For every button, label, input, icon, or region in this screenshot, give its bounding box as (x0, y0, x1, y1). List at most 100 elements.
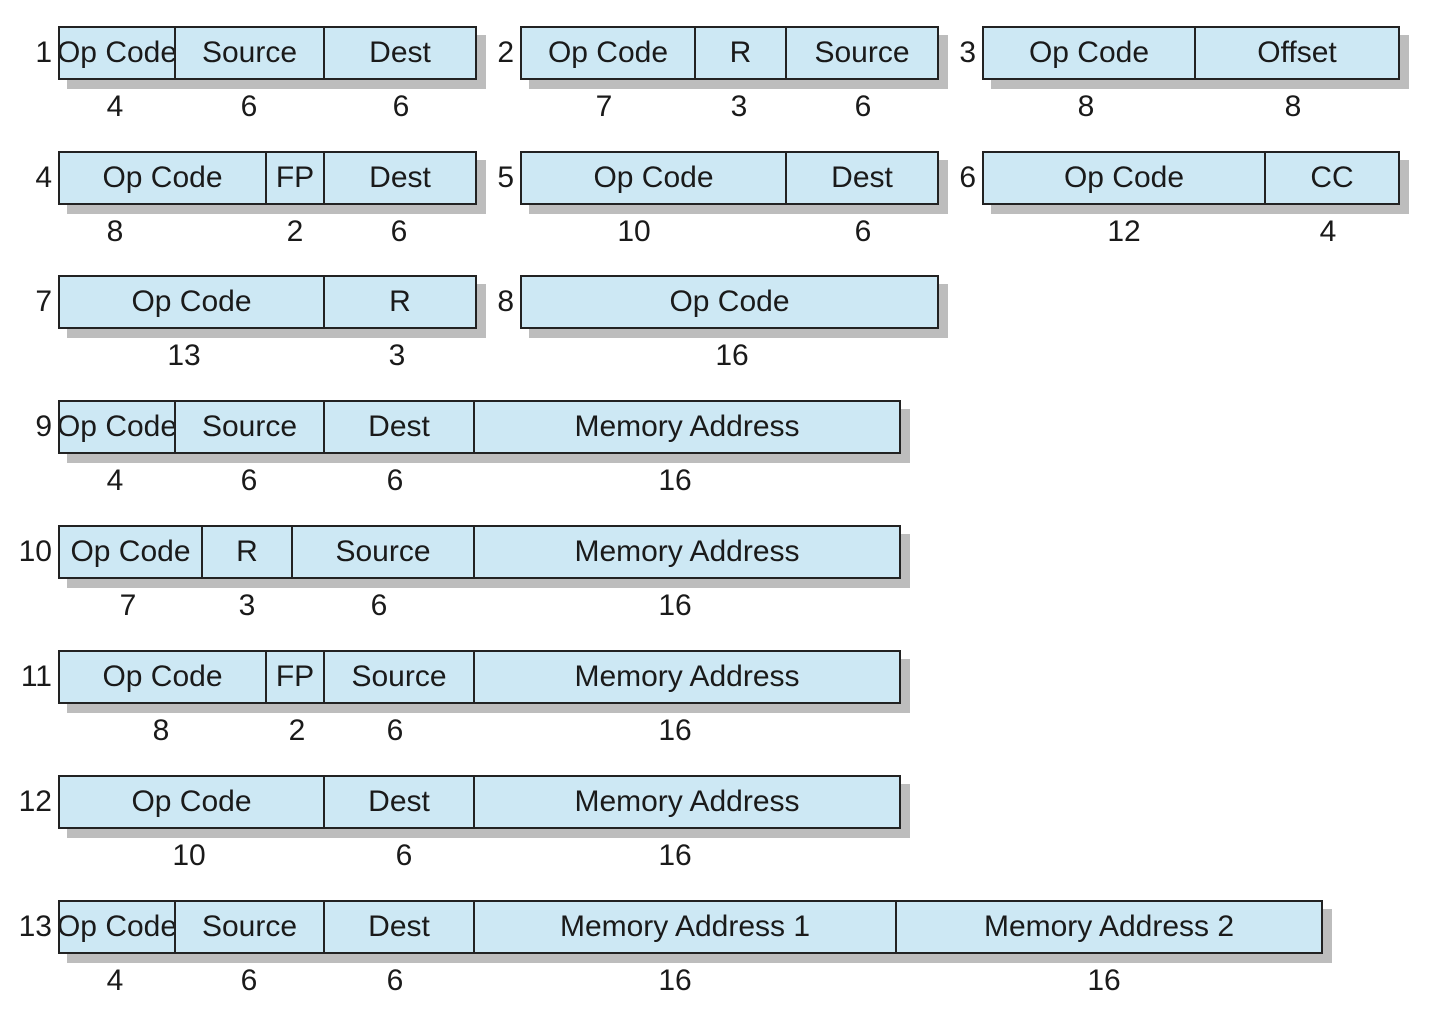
bit-width-label: 6 (240, 964, 258, 997)
bit-width-label: 4 (106, 964, 124, 997)
field-op-code: Op Code (669, 285, 790, 318)
field-r: R (389, 285, 411, 318)
instruction-word: Op Code CC (982, 151, 1400, 205)
field-source: Source (814, 36, 910, 69)
field-memory-address: Memory Address (574, 660, 800, 693)
bit-width-label: 8 (106, 215, 124, 248)
format-number: 10 (18, 535, 52, 568)
field-fp: FP (267, 652, 325, 702)
format-number: 6 (959, 161, 976, 194)
field-source: Source (293, 527, 475, 577)
field-op-code: Op Code (60, 527, 203, 577)
bit-width-label: 8 (152, 714, 170, 747)
field-dest: Dest (369, 36, 431, 69)
field-op-code: Op Code (60, 652, 267, 702)
bit-width-label: 16 (1087, 964, 1121, 997)
format-number: 4 (35, 161, 52, 194)
format-number: 5 (497, 161, 514, 194)
bit-width-label: 8 (1284, 90, 1302, 123)
bit-width-label: 4 (1319, 215, 1337, 248)
field-op-code: Op Code (60, 402, 176, 452)
format-number: 12 (18, 785, 52, 818)
field-r: R (696, 28, 787, 78)
format-number: 13 (18, 910, 52, 943)
bit-width-label: 6 (240, 464, 258, 497)
field-op-code: Op Code (60, 902, 176, 952)
field-memory-address-2: Memory Address 2 (983, 910, 1235, 943)
bit-width-label: 7 (119, 589, 137, 622)
instruction-word: Op Code Offset (982, 26, 1400, 80)
field-memory-address: Memory Address (574, 410, 800, 443)
bit-width-label: 6 (392, 90, 410, 123)
field-memory-address: Memory Address (574, 535, 800, 568)
bit-width-label: 2 (288, 714, 306, 747)
bit-width-label: 16 (658, 464, 692, 497)
bit-width-label: 13 (167, 339, 201, 372)
bit-width-label: 16 (658, 839, 692, 872)
format-number: 11 (20, 660, 52, 693)
bit-width-label: 6 (395, 839, 413, 872)
bit-width-label: 7 (595, 90, 613, 123)
field-memory-address-1: Memory Address 1 (475, 902, 897, 952)
format-number: 8 (497, 285, 514, 318)
field-dest: Dest (325, 777, 475, 827)
bit-width-label: 6 (370, 589, 388, 622)
field-op-code: Op Code (60, 153, 267, 203)
bit-width-label: 10 (172, 839, 206, 872)
field-op-code: Op Code (60, 277, 325, 327)
field-source: Source (176, 402, 325, 452)
field-dest: Dest (325, 902, 475, 952)
field-op-code: Op Code (984, 153, 1266, 203)
bit-width-label: 10 (617, 215, 651, 248)
format-number: 3 (959, 36, 976, 69)
field-fp: FP (267, 153, 325, 203)
bit-width-label: 6 (854, 215, 872, 248)
bit-width-label: 16 (658, 714, 692, 747)
field-r: R (203, 527, 293, 577)
bit-width-label: 6 (240, 90, 258, 123)
field-offset: Offset (1257, 36, 1337, 69)
format-number: 2 (497, 36, 514, 69)
bit-width-label: 6 (390, 215, 408, 248)
format-number: 1 (35, 36, 52, 69)
field-cc: CC (1310, 161, 1354, 194)
bit-width-label: 12 (1107, 215, 1141, 248)
bit-width-label: 3 (238, 589, 256, 622)
bit-width-label: 6 (386, 964, 404, 997)
format-number: 9 (35, 410, 52, 443)
field-dest: Dest (325, 402, 475, 452)
field-op-code: Op Code (60, 777, 325, 827)
field-source: Source (325, 652, 475, 702)
bit-width-label: 4 (106, 464, 124, 497)
bit-width-label: 2 (286, 215, 304, 248)
bit-width-label: 6 (386, 714, 404, 747)
field-source: Source (176, 28, 325, 78)
format-number: 7 (35, 285, 52, 318)
field-memory-address: Memory Address (574, 785, 800, 818)
bit-width-label: 4 (106, 90, 124, 123)
bit-width-label: 16 (658, 589, 692, 622)
field-op-code: Op Code (60, 28, 176, 78)
field-dest: Dest (369, 161, 431, 194)
bit-width-label: 6 (386, 464, 404, 497)
field-op-code: Op Code (522, 28, 696, 78)
bit-width-label: 8 (1077, 90, 1095, 123)
field-op-code: Op Code (984, 28, 1196, 78)
bit-width-label: 3 (730, 90, 748, 123)
bit-width-label: 16 (715, 339, 749, 372)
bit-width-label: 6 (854, 90, 872, 123)
instruction-word: Op Code R (58, 275, 477, 329)
field-source: Source (176, 902, 325, 952)
field-dest: Dest (831, 161, 893, 194)
bit-width-label: 16 (658, 964, 692, 997)
